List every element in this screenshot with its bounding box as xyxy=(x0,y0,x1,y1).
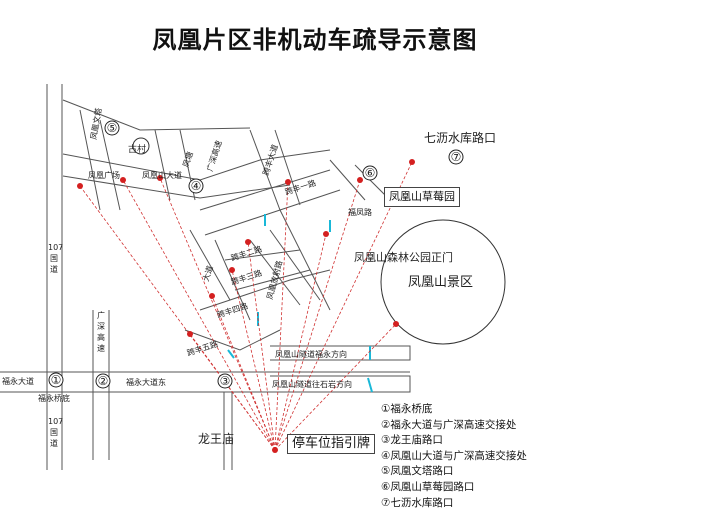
marker-7: ⑦ xyxy=(451,150,462,164)
page-title: 凤凰片区非机动车疏导示意图 xyxy=(152,26,478,54)
label-gucun: 古村 xyxy=(128,143,146,155)
legend-item: ③龙王庙路口 xyxy=(381,434,443,447)
dot xyxy=(187,331,193,337)
scenic-area-circle xyxy=(380,219,506,345)
legend: ①福永桥底 ②福永大道与广深高速交接处 ③龙王庙路口 ④凤凰山大道与广深高速交接… xyxy=(381,402,527,511)
guide-rays xyxy=(79,161,413,451)
dot xyxy=(409,159,415,165)
label-fenghuang-square: 凤凰广场 xyxy=(88,170,120,180)
label-tunnel-fuyong: 凤凰山隧道福永方向 xyxy=(275,349,347,359)
label-fengtang: 凤塘 xyxy=(180,150,194,168)
label-fuyong-dadao-east: 福永大道东 xyxy=(126,377,166,387)
parking-sign-box: 停车位指引牌 xyxy=(287,434,376,454)
dot xyxy=(245,239,251,245)
label-fenghuangshan-dadao: 凤凰山大道 xyxy=(142,170,182,180)
legend-item: ⑦七沥水库路口 xyxy=(381,496,454,509)
label-longwang: 龙王庙 xyxy=(198,432,234,446)
marker-4: ④ xyxy=(191,179,202,193)
label-fuyong-dadao: 福永大道 xyxy=(2,376,34,386)
marker-2: ② xyxy=(98,374,109,388)
legend-item: ⑥凤凰山草莓园路口 xyxy=(381,480,475,493)
dot xyxy=(357,177,363,183)
caomei-park-box: 凤凰山草莓园 xyxy=(384,187,460,207)
dot xyxy=(157,175,163,181)
label-forest-gate: 凤凰山森林公园正门 xyxy=(354,250,453,264)
road-lines xyxy=(0,84,411,470)
dots xyxy=(77,159,415,453)
marker-1: ① xyxy=(51,373,62,387)
label-tunnel-shiyan: 凤凰山隧道往石岩方向 xyxy=(272,379,352,389)
label-fufeng-road: 福凤路 xyxy=(348,207,372,217)
legend-item: ②福永大道与广深高速交接处 xyxy=(381,418,517,431)
dot xyxy=(229,267,235,273)
dot xyxy=(272,447,278,453)
dot xyxy=(209,293,215,299)
marker-3: ③ xyxy=(220,374,231,388)
marker-5: ⑤ xyxy=(107,121,118,135)
legend-item: ④凤凰山大道与广深高速交接处 xyxy=(381,449,527,462)
gucun-circle xyxy=(132,137,150,155)
label-qili-road: 七沥水库路口 xyxy=(424,130,496,145)
label-scenic-area: 凤凰山景区 xyxy=(408,275,473,290)
dot xyxy=(285,179,291,185)
label-guangshen-road: 广深高速 xyxy=(204,139,223,173)
label-kuafeng-5: 跨丰五路 xyxy=(186,339,220,358)
dot xyxy=(120,177,126,183)
legend-item: ①福永桥底 xyxy=(381,403,433,415)
label-fuyong-qiaodi: 福永桥底 xyxy=(38,393,70,403)
label-guangshen: 广深高速 xyxy=(97,310,105,353)
dot xyxy=(393,321,399,327)
marker-6: ⑥ xyxy=(365,166,376,180)
label-dadao: 大道 xyxy=(200,264,214,282)
dot xyxy=(77,183,83,189)
dot xyxy=(323,231,329,237)
legend-item: ⑤凤凰文塔路口 xyxy=(381,465,454,478)
label-kuafeng-2: 跨丰二路 xyxy=(230,244,264,263)
